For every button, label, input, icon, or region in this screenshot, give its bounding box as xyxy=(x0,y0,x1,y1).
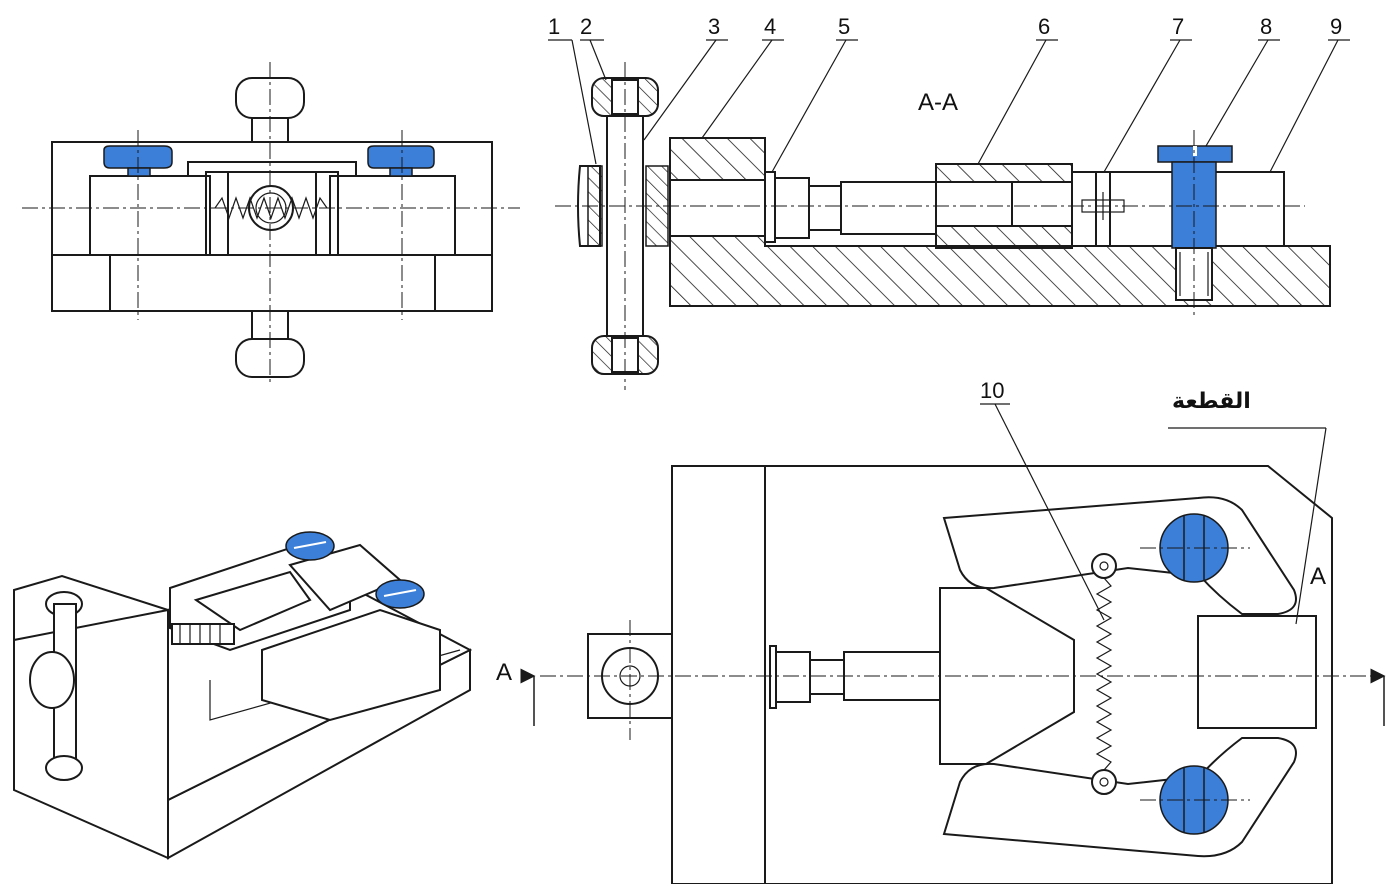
section-a-a-view xyxy=(555,62,1331,390)
labels: 1 2 3 4 5 6 7 8 9 10 A-A القطعة A A xyxy=(496,14,1342,686)
base-outline xyxy=(51,254,493,312)
front-view xyxy=(22,62,520,384)
part-number-2: 2 xyxy=(580,14,592,39)
part-number-4: 4 xyxy=(764,14,776,39)
part-number-10: 10 xyxy=(980,378,1004,403)
isometric-view xyxy=(13,531,473,860)
section-title: A-A xyxy=(918,89,958,116)
leader-lines xyxy=(548,39,1350,625)
screw-head-right-icon xyxy=(367,145,435,169)
threaded-rod xyxy=(171,623,235,645)
part-number-7: 7 xyxy=(1172,14,1184,39)
part-number-3: 3 xyxy=(708,14,720,39)
spring-zigzag xyxy=(214,196,328,220)
plan-spring-zigzag xyxy=(1095,577,1113,771)
part-number-5: 5 xyxy=(838,14,850,39)
part-number-1: 1 xyxy=(548,14,560,39)
plan-view xyxy=(520,465,1386,884)
part-number-8: 8 xyxy=(1260,14,1272,39)
part-number-6: 6 xyxy=(1038,14,1050,39)
part-number-9: 9 xyxy=(1330,14,1342,39)
workpiece-label: القطعة xyxy=(1172,389,1251,414)
section-marker-a-right: A xyxy=(1310,563,1326,590)
workpiece xyxy=(1197,615,1317,729)
body-section xyxy=(669,137,1331,307)
section-marker-a-left: A xyxy=(496,659,512,686)
